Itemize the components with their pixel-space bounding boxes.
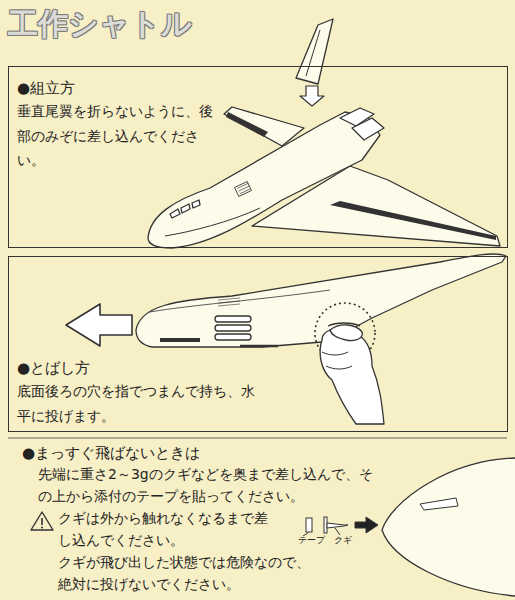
instruction-panel: ●組立方垂直尾翼を折らないように、後部のみぞに差し込んでください。 xyxy=(8,66,508,248)
shuttle-top-view xyxy=(148,19,500,248)
note-text: 先端に重さ2～3gのクギなどを奥まで差し込んで、その上から添付のテープを貼ってく… xyxy=(38,463,383,508)
page-title: 工作シャトル xyxy=(8,6,192,42)
panel-body: 底面後ろの穴を指でつまんで持ち、水平に投げます。 xyxy=(17,379,267,428)
note-text: クギは外から触れなくなるまで差し込んでください。 xyxy=(58,507,273,552)
instruction-panel: ●とばし方底面後ろの穴を指でつまんで持ち、水平に投げます。 xyxy=(8,256,508,432)
panel-body: 垂直尾翼を折らないように、後部のみぞに差し込んでください。 xyxy=(17,99,215,173)
note-text: ●まっすぐ飛ばないときは xyxy=(22,441,352,465)
part-label: クギ xyxy=(334,535,358,546)
tape-and-nail xyxy=(303,517,378,536)
panel-heading: ●とばし方 xyxy=(17,355,217,381)
separator-line xyxy=(8,438,507,439)
warning-icon xyxy=(31,512,53,530)
note-text: クギが飛び出した状態では危険なので、絶対に投げないでください。 xyxy=(58,551,320,596)
shuttle-nose xyxy=(382,458,515,596)
part-label: テープ xyxy=(298,535,328,546)
panel-heading: ●組立方 xyxy=(17,75,217,101)
